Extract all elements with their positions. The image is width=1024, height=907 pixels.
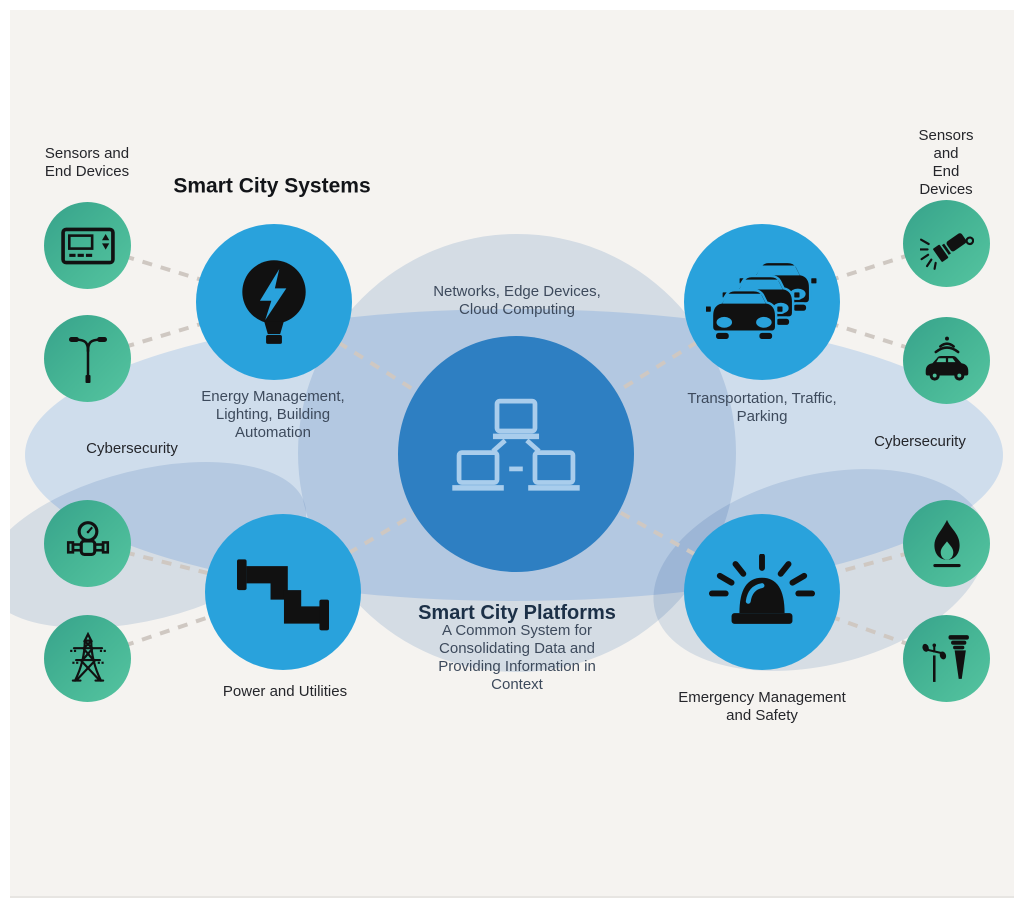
cybersecurity-right-label: Cybersecurity: [874, 433, 966, 450]
street-light-icon: [68, 336, 107, 383]
flame-sensor-circle: [903, 500, 990, 587]
power-utilities-label: Power and Utilities: [222, 683, 348, 700]
transportation-system-circle: [684, 224, 840, 380]
flame-icon: [932, 519, 961, 567]
wind-sensor-circle: [903, 615, 990, 702]
lightbulb-bolt-icon: [242, 259, 306, 344]
cybersecurity-left-label: Cybersecurity: [86, 440, 178, 457]
flashlight-sensor-circle: [903, 200, 990, 287]
traffic-cars-icon: [706, 260, 818, 341]
smart-city-platforms-subtext: A Common System for Consolidating Data a…: [438, 622, 596, 693]
sensors-end-devices-right-label: Sensors and End Devices: [918, 127, 974, 198]
street-light-sensor-circle: [44, 315, 131, 402]
sensors-end-devices-left-label: Sensors and End Devices: [44, 145, 130, 180]
wind-sensor-icon: [921, 635, 969, 682]
emergency-system-circle: [684, 514, 840, 670]
network-computers-icon: [452, 398, 580, 491]
water-meter-icon: [66, 520, 109, 556]
connected-car-icon: [925, 336, 968, 381]
transportation-label: Transportation, Traffic, Parking: [687, 390, 837, 425]
infographic-canvas: Sensors and End Devices Sensors and End …: [10, 10, 1014, 898]
networks-label: Networks, Edge Devices, Cloud Computing: [433, 283, 601, 318]
smart-city-systems-heading: Smart City Systems: [173, 174, 371, 198]
pipes-icon: [237, 559, 329, 631]
power-tower-sensor-circle: [44, 615, 131, 702]
power-tower-icon: [69, 631, 106, 682]
emergency-label: Emergency Management and Safety: [678, 689, 846, 724]
water-meter-sensor-circle: [44, 500, 131, 587]
connected-car-sensor-circle: [903, 317, 990, 404]
flashlight-icon: [919, 232, 974, 270]
siren-icon: [708, 553, 816, 624]
thermostat-icon: [60, 227, 115, 264]
thermostat-sensor-circle: [44, 202, 131, 289]
power-system-circle: [205, 514, 361, 670]
smart-city-platform-circle: [398, 336, 634, 572]
energy-label: Energy Management, Lighting, Building Au…: [201, 388, 345, 441]
energy-system-circle: [196, 224, 352, 380]
smart-city-platforms-heading: Smart City Platforms: [418, 602, 616, 624]
